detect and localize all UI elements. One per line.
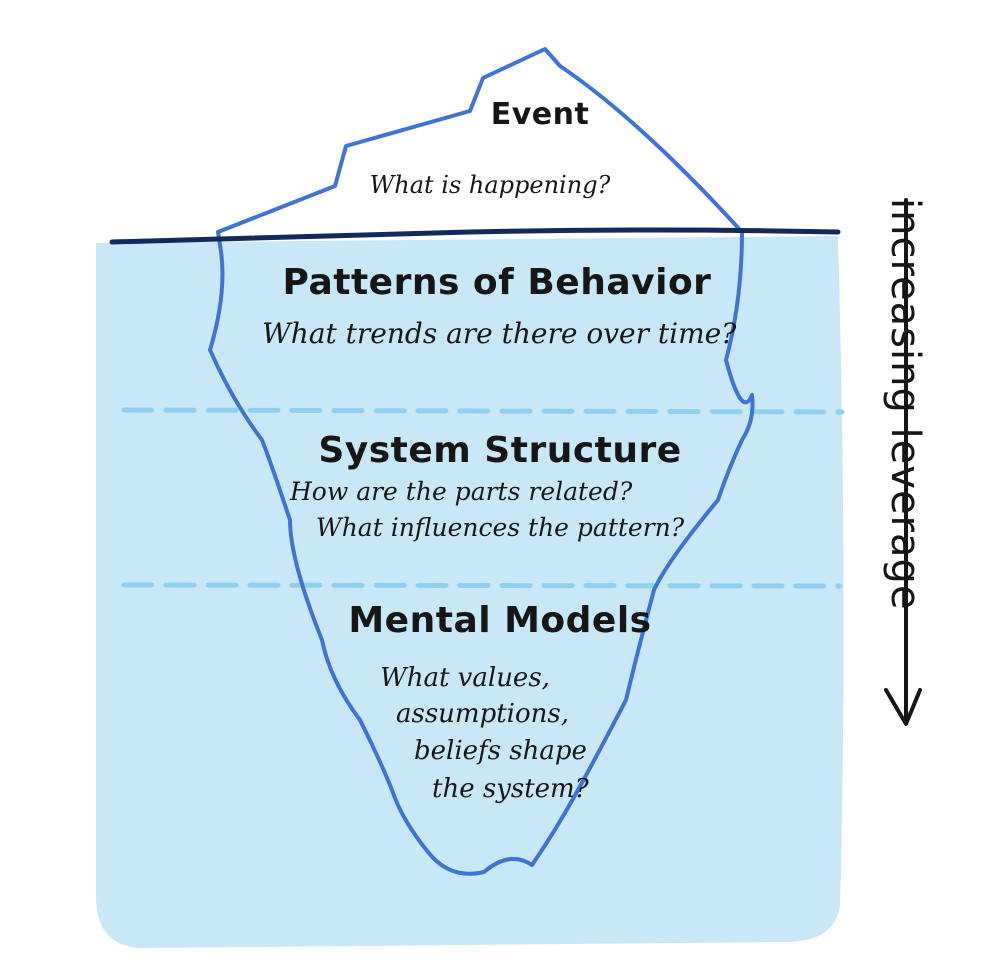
arrow-down-icon (884, 198, 922, 726)
mental-models-question-line-3: beliefs shape (414, 736, 587, 766)
mental-models-heading: Mental Models (348, 600, 652, 641)
mental-models-question-line-2: assumptions, (396, 699, 569, 729)
mental-models-question-line-1: What values, (380, 663, 550, 693)
water-body (96, 236, 844, 948)
dashed-line-upper (121, 407, 845, 415)
system-structure-question-line-2: What influences the pattern? (316, 513, 685, 542)
waterline (109, 227, 841, 245)
system-structure-heading: System Structure (318, 430, 682, 471)
patterns-of-behavior-question: What trends are there over time? (262, 317, 737, 350)
dashed-line-lower (121, 582, 843, 589)
iceberg-outline (208, 47, 755, 876)
mental-models-question-line-4: the system? (432, 774, 589, 804)
increasing-leverage-label: increasing leverage (882, 198, 928, 611)
system-structure-question-line-1: How are the parts related? (290, 477, 633, 506)
iceberg-tip (215, 50, 740, 233)
event-question: What is happening? (369, 171, 611, 199)
event-heading: Event (490, 97, 590, 132)
patterns-of-behavior-heading: Patterns of Behavior (282, 262, 712, 303)
